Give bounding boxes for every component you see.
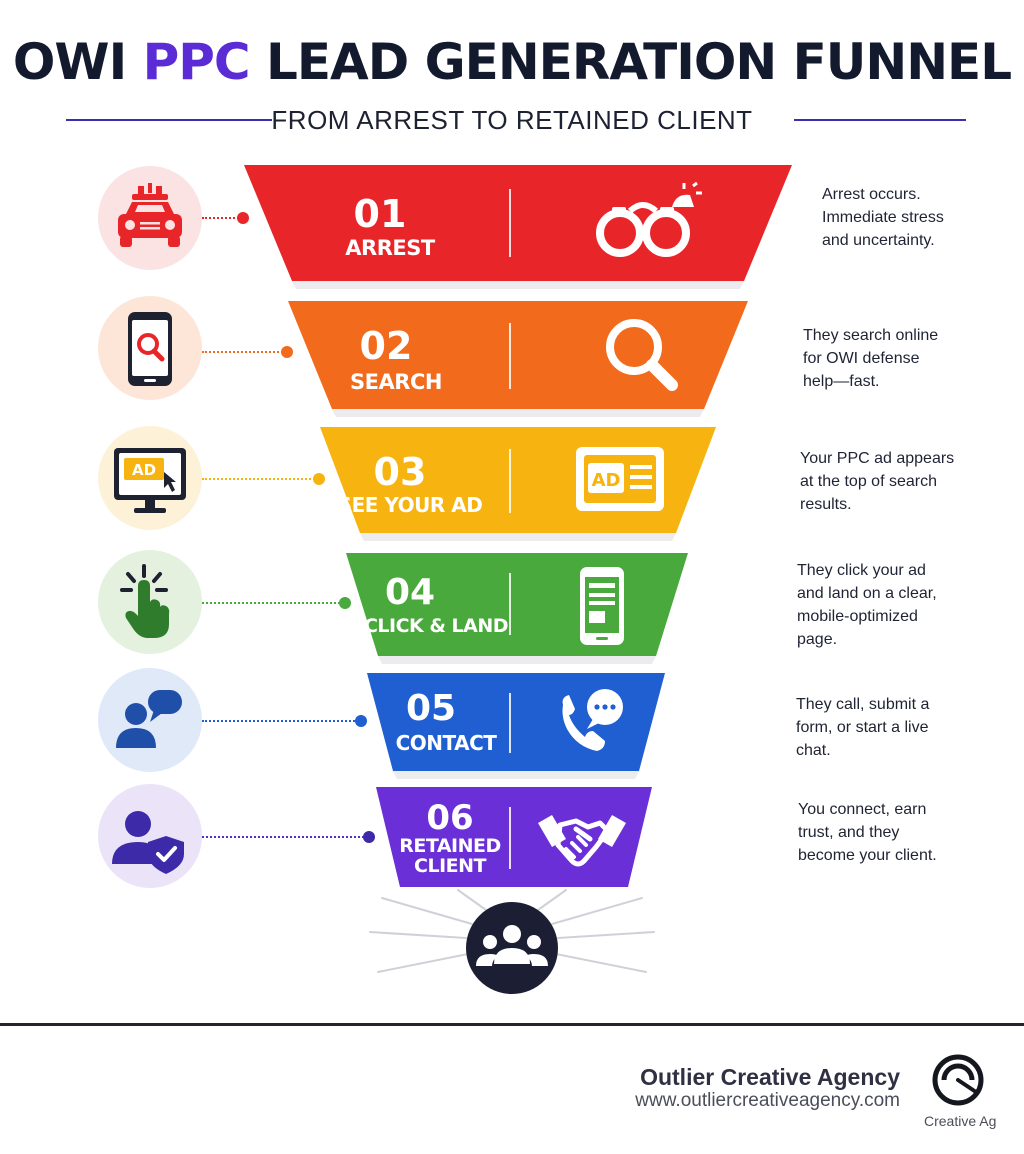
footer-brand-name: Outlier Creative Agency — [640, 1064, 900, 1090]
stage-6-desc-line: trust, and they — [798, 824, 900, 841]
stage-3-label: SEE YOUR AD — [337, 493, 483, 517]
stage-5-desc-line: They call, submit a — [796, 696, 930, 713]
stage-4-icon-circle — [98, 550, 202, 654]
stage-4-desc-line: and land on a clear, — [797, 585, 937, 602]
phone-search-icon — [128, 312, 172, 386]
stage-6-label-line: RETAINED — [399, 835, 501, 857]
stage-2-icon-circle — [98, 296, 202, 400]
stage-1-icon-circle — [98, 166, 202, 270]
stage-4-divider — [509, 573, 511, 635]
stage-4-connector-dot — [339, 597, 351, 609]
stage-3-description: Your PPC ad appears at the top of search… — [800, 447, 954, 516]
stage-1-description: Arrest occurs. Immediate stress and unce… — [822, 183, 944, 252]
stage-1-connector-dot — [237, 212, 249, 224]
stage-3-band: 03 SEE YOUR AD AD — [320, 427, 716, 541]
stage-3-divider — [509, 449, 511, 513]
stage-6-number: 06 — [426, 798, 474, 838]
stage-5-desc-line: chat. — [796, 742, 831, 759]
tap-hand-icon — [120, 564, 170, 638]
stage-2-number: 02 — [359, 324, 413, 368]
stage-4-desc-line: page. — [797, 631, 838, 648]
stage-5-description: They call, submit a form, or start a liv… — [796, 693, 929, 762]
stage-6-description: You connect, earn trust, and they become… — [798, 798, 937, 867]
subtitle: FROM ARREST TO RETAINED CLIENT — [271, 105, 753, 135]
stage-4-description: They click your ad and land on a clear, … — [797, 559, 937, 651]
stage-2-desc-line: for OWI defense — [803, 350, 920, 367]
stage-1-desc-line: and uncertainty. — [822, 232, 935, 249]
stage-3-number: 03 — [373, 450, 427, 494]
stage-3-icon-circle: AD — [98, 426, 202, 530]
stage-3-connector-dot — [313, 473, 325, 485]
stage-3-connector — [202, 478, 318, 480]
page-title: OWI PPC LEAD GENERATION FUNNEL — [0, 28, 1024, 96]
stage-6-connector-dot — [363, 831, 375, 843]
stage-2-divider — [509, 323, 511, 389]
subtitle-rule-right — [794, 119, 966, 121]
stage-2-band-shape — [288, 301, 748, 417]
stage-3-desc-line: Your PPC ad appears — [800, 450, 955, 467]
subtitle-row: FROM ARREST TO RETAINED CLIENT — [0, 102, 1024, 138]
stage-4-connector — [202, 602, 344, 604]
stage-6-band: 06 RETAINED CLIENT — [376, 787, 652, 887]
chat-people-icon — [116, 690, 182, 748]
stage-1-desc-line: Immediate stress — [822, 209, 944, 226]
stage-1-divider — [509, 189, 511, 257]
title-prefix: OWI — [12, 33, 143, 91]
stage-6-label: RETAINED CLIENT — [390, 835, 510, 877]
footer-url[interactable]: www.outliercreativeagency.com — [635, 1090, 900, 1111]
stage-6-desc-line: You connect, earn — [798, 801, 927, 818]
stage-4-band: 04 CLICK & LAND — [346, 553, 688, 664]
footer-logo-tag: Creative Ag — [924, 1113, 997, 1129]
footer-divider — [0, 1023, 1024, 1026]
stage-1-band: 01 ARREST — [244, 165, 792, 289]
clients-group-icon — [369, 889, 655, 994]
stage-4-desc-line: mobile-optimized — [797, 608, 918, 625]
stage-1-connector — [202, 217, 242, 219]
stage-1-number: 01 — [353, 192, 407, 236]
stage-5-connector-dot — [355, 715, 367, 727]
stage-1-label: ARREST — [345, 236, 435, 260]
subtitle-rule-left — [66, 119, 272, 121]
mobile-page-icon — [580, 567, 624, 645]
stage-2-desc-line: help—fast. — [803, 373, 880, 390]
title-accent: PPC — [142, 33, 251, 91]
stage-5-number: 05 — [405, 688, 457, 729]
stage-1-desc-line: Arrest occurs. — [822, 186, 921, 203]
user-shield-icon — [112, 811, 184, 874]
monitor-ad-icon: AD — [114, 448, 186, 513]
stage-2-label: SEARCH — [350, 370, 442, 394]
stage-6-divider — [509, 807, 511, 869]
stage-6-icon-circle — [98, 784, 202, 888]
handshake-icon — [538, 815, 626, 867]
stage-3-desc-line: results. — [800, 496, 852, 513]
stage-6-desc-line: become your client. — [798, 847, 937, 864]
stage-6-label-line: CLIENT — [414, 854, 486, 877]
stage-5-icon-circle — [98, 668, 202, 772]
stage-5-desc-line: form, or start a live — [796, 719, 929, 736]
title-suffix: LEAD GENERATION FUNNEL — [249, 33, 1012, 91]
monitor-ad-text: AD — [132, 461, 156, 479]
stage-5-divider — [509, 693, 511, 753]
stage-6-connector — [202, 836, 368, 838]
outlier-logo-icon — [932, 1054, 984, 1106]
ad-card-icon: AD — [576, 447, 664, 511]
stage-2-band: 02 SEARCH — [288, 301, 748, 417]
phone-chat-icon — [562, 689, 623, 751]
police-car-icon — [118, 183, 182, 247]
stage-4-label: CLICK & LAND — [363, 615, 509, 637]
stage-5-label: CONTACT — [395, 731, 497, 755]
ad-card-text: AD — [592, 470, 621, 491]
magnifier-icon — [606, 319, 678, 391]
stage-2-connector-dot — [281, 346, 293, 358]
stage-3-desc-line: at the top of search — [800, 473, 937, 490]
stage-5-connector — [202, 720, 358, 722]
stage-5-band: 05 CONTACT — [367, 673, 665, 779]
stage-4-number: 04 — [384, 572, 436, 613]
handcuffs-icon — [596, 181, 702, 257]
stage-2-desc-line: They search online — [803, 327, 939, 344]
stage-4-desc-line: They click your ad — [797, 562, 926, 579]
stage-2-description: They search online for OWI defense help—… — [803, 324, 938, 393]
stage-2-connector — [202, 351, 286, 353]
